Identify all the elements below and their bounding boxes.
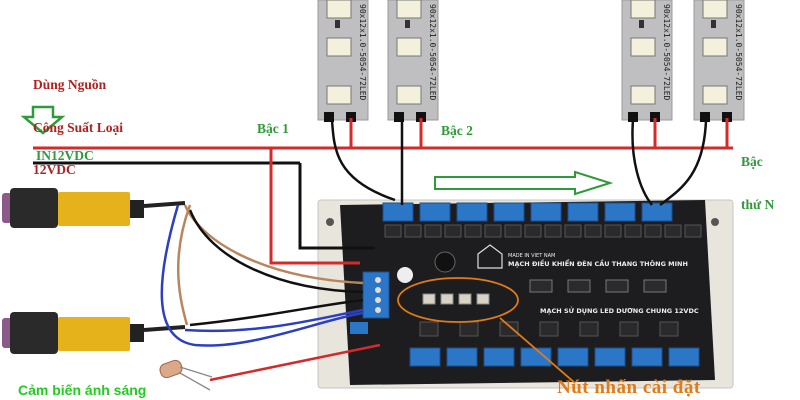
led-strip-4: 90x12x1.0-5054-72LED	[693, 0, 745, 122]
power-positive-wire	[269, 148, 360, 265]
light-sensor-label: Cảm biến ánh sáng	[18, 382, 147, 398]
svg-text:90x12x1.0-5054-72LED: 90x12x1.0-5054-72LED	[358, 4, 367, 101]
setting-buttons	[422, 293, 490, 305]
board-made-in: MADE IN VIET NAM	[508, 253, 555, 259]
setting-button-2[interactable]	[440, 293, 454, 305]
led-strip-3: 90x12x1.0-5054-72LED	[621, 0, 673, 122]
led-strips: 90x12x1.0-5054-72LED 90x12x1.0-5054-72LE…	[317, 0, 745, 122]
bottom-terminal-blocks	[409, 347, 700, 367]
svg-text:90x12x1.0-5054-72LED: 90x12x1.0-5054-72LED	[662, 4, 671, 101]
light-sensor-wire	[209, 343, 381, 382]
motion-sensor-2	[2, 312, 186, 354]
svg-text:90x12x1.0-5054-72LED: 90x12x1.0-5054-72LED	[428, 4, 437, 101]
svg-text:90x12x1.0-5054-72LED: 90x12x1.0-5054-72LED	[734, 4, 743, 101]
controller-board: MADE IN VIET NAM MẠCH ĐIỀU KHIỂN ĐÈN CẦU…	[317, 199, 734, 389]
setting-button-1[interactable]	[422, 293, 436, 305]
step-n-label: Bậc thứ N	[741, 154, 775, 212]
light-sensor-icon	[159, 343, 381, 391]
sensor-wires	[160, 204, 364, 347]
board-title: MẠCH ĐIỀU KHIỂN ĐÈN CẦU THANG THÔNG MINH	[508, 258, 688, 268]
setting-buttons-pointer	[499, 317, 576, 384]
motion-sensor-1	[2, 188, 186, 228]
power-negative-wire	[298, 163, 375, 250]
setting-button-label: Nút nhấn cài đặt	[557, 377, 701, 398]
step-2-label: Bậc 2	[441, 123, 473, 138]
input-12vdc-label: IN12VDC	[36, 148, 94, 163]
led-positive-wires	[349, 118, 733, 150]
led-strip-2: 90x12x1.0-5054-72LED	[387, 0, 439, 122]
led-negative-wires	[330, 119, 708, 207]
setting-button-3[interactable]	[458, 293, 472, 305]
step-1-label: Bậc 1	[257, 121, 289, 136]
board-subtitle: MẠCH SỬ DỤNG LED DƯƠNG CHUNG 12VDC	[540, 305, 699, 315]
setting-buttons-highlight	[397, 277, 519, 323]
setting-button-4[interactable]	[476, 293, 490, 305]
led-strip-1: 90x12x1.0-5054-72LED	[317, 0, 369, 122]
power-input-arrow-icon	[20, 105, 66, 135]
direction-arrow-icon	[434, 170, 614, 196]
power-source-label: Dùng Nguồn Công Suất Loại 12VDC	[33, 77, 124, 178]
top-terminal-blocks	[382, 202, 673, 222]
